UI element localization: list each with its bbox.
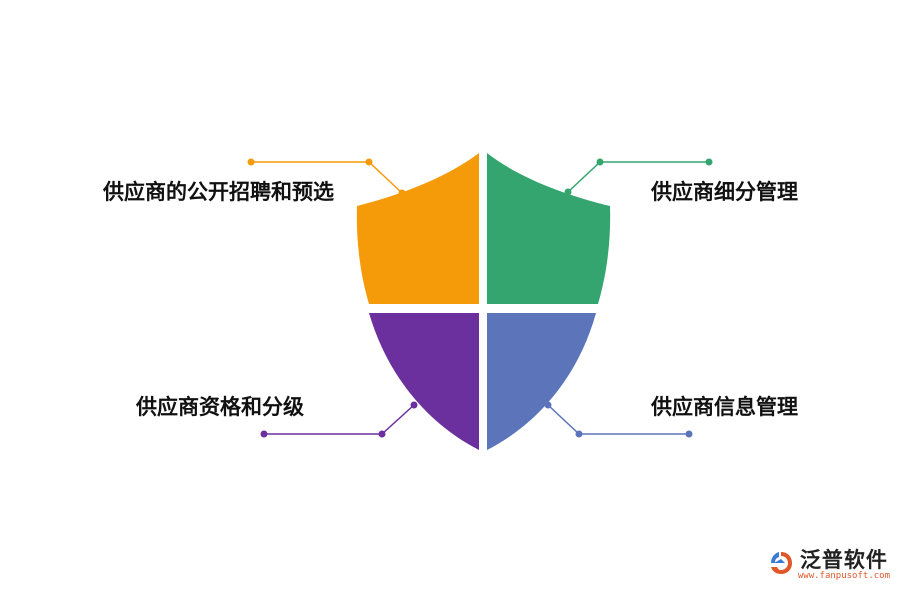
shield-quadrant-bottom-left [369,313,479,450]
connector-top-left [247,158,406,197]
label-top-left: 供应商的公开招聘和预选 [103,180,334,204]
label-top-right: 供应商细分管理 [651,180,798,204]
fanpu-logo-icon [770,552,792,575]
label-bottom-right: 供应商信息管理 [651,395,798,419]
connector-bottom-left [260,401,418,438]
connector-bottom-right [544,401,693,438]
connector-top-right [564,158,713,196]
logo-name: 泛普软件 [799,548,888,573]
shield-quadrant-top-left [356,153,479,304]
logo-url: www.fanpusoft.com [797,571,890,582]
label-bottom-left: 供应商资格和分级 [136,395,304,419]
shield-quadrant-bottom-right [487,313,596,450]
shield-quadrant-top-right [487,153,611,304]
brand-logo: 泛普软件 www.fanpusoft.com [768,549,890,582]
